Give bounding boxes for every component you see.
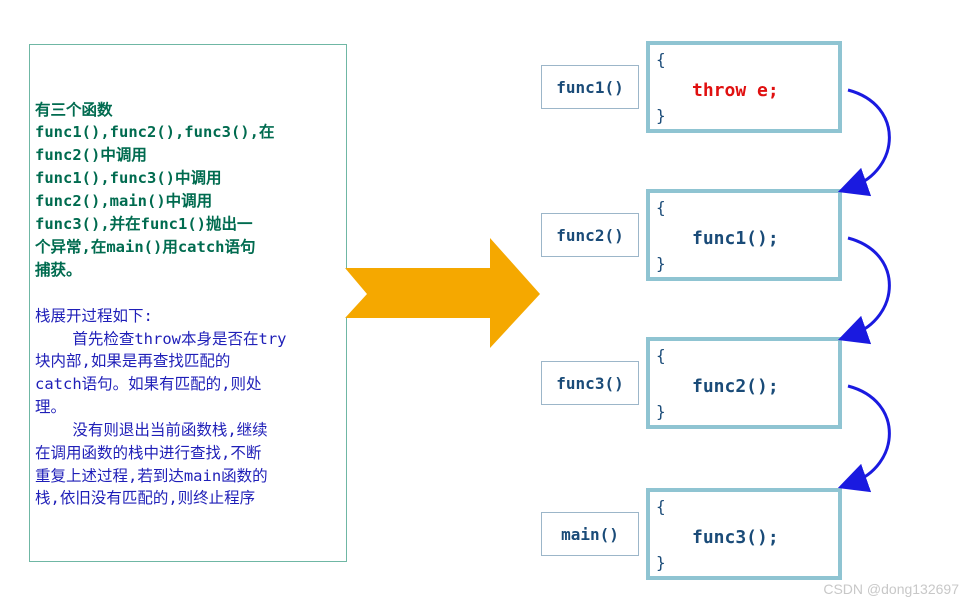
frame-code: func1(); <box>692 228 779 249</box>
stack-frame-main: { func3(); } <box>646 488 842 580</box>
text-line: func1(),func2(),func3(),在 <box>35 123 275 141</box>
text-line: 没有则退出当前函数栈,继续 <box>35 421 268 439</box>
frame-code: throw e; <box>692 80 779 101</box>
stack-label-func3: func3() <box>541 361 639 405</box>
text-line: 首先检查throw本身是否在try <box>35 330 287 348</box>
text-line: func3(),并在func1()抛出一 <box>35 215 253 233</box>
text-line: 理。 <box>35 398 67 416</box>
close-brace: } <box>656 106 666 125</box>
stack-label-func1: func1() <box>541 65 639 109</box>
open-brace: { <box>656 497 666 516</box>
text-line: 有三个函数 <box>35 101 113 119</box>
stack-label-func2: func2() <box>541 213 639 257</box>
close-brace: } <box>656 254 666 273</box>
text-line: func2()中调用 <box>35 146 147 164</box>
close-brace: } <box>656 553 666 572</box>
text-line: 栈展开过程如下: <box>35 307 153 325</box>
unwind-arrow-icon <box>837 236 891 345</box>
open-brace: { <box>656 50 666 69</box>
text-line: 块内部,如果是再查找匹配的 <box>35 352 231 370</box>
text-line: 栈,依旧没有匹配的,则终止程序 <box>35 489 256 507</box>
stack-frame-func2: { func1(); } <box>646 189 842 281</box>
watermark: CSDN @dong132697 <box>823 581 959 597</box>
text-line: catch语句。如果有匹配的,则处 <box>35 375 262 393</box>
stack-frame-func3: { func2(); } <box>646 337 842 429</box>
explanation-textbox: 有三个函数 func1(),func2(),func3(),在 func2()中… <box>29 44 347 562</box>
text-line: 个异常,在main()用catch语句 <box>35 238 256 256</box>
stack-label-main: main() <box>541 512 639 556</box>
unwind-arrows <box>837 88 891 493</box>
text-line: 重复上述过程,若到达main函数的 <box>35 467 268 485</box>
frame-code: func2(); <box>692 376 779 397</box>
unwind-arrow-icon <box>837 384 891 493</box>
close-brace: } <box>656 402 666 421</box>
text-line: func2(),main()中调用 <box>35 192 213 210</box>
frame-code: func3(); <box>692 527 779 548</box>
big-arrow-icon <box>345 238 540 348</box>
text-line: 在调用函数的栈中进行查找,不断 <box>35 444 262 462</box>
text-line: 捕获。 <box>35 261 82 279</box>
open-brace: { <box>656 346 666 365</box>
unwind-arrow-icon <box>837 88 891 197</box>
open-brace: { <box>656 198 666 217</box>
text-line: func1(),func3()中调用 <box>35 169 222 187</box>
stack-frame-func1: { throw e; } <box>646 41 842 133</box>
